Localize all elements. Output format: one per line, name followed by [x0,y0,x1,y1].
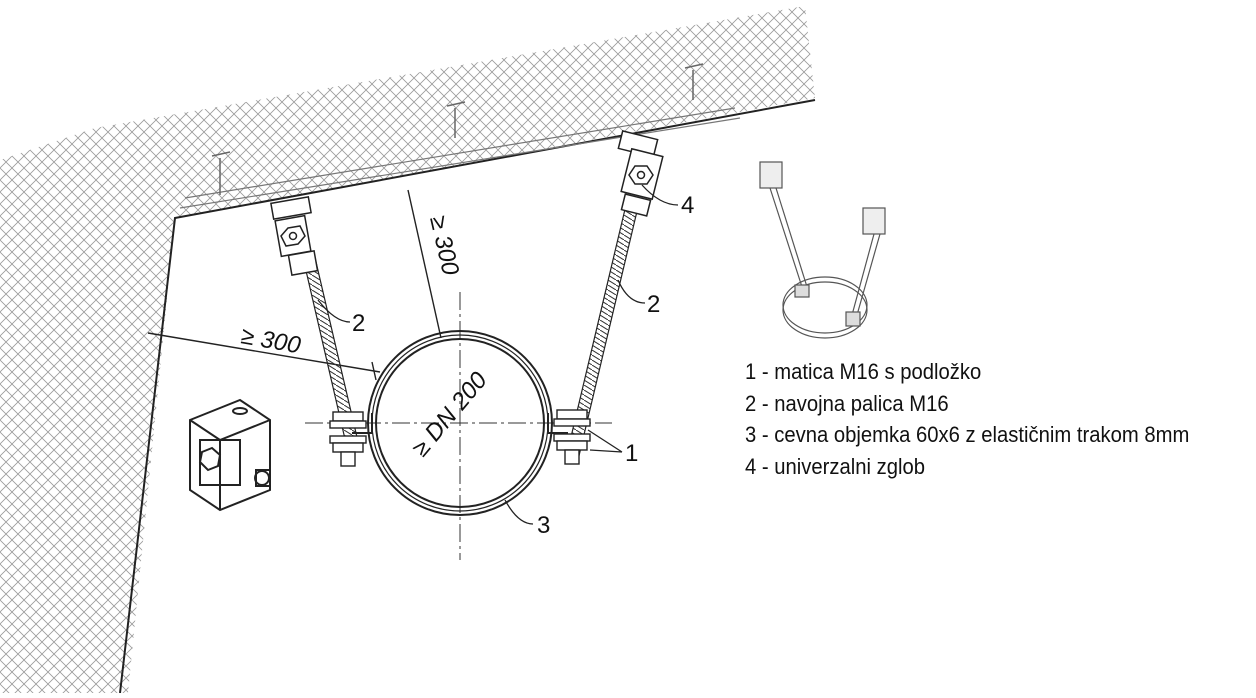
callout-1: 1 [625,440,638,467]
right-universal-joint [617,130,664,217]
ceiling-clearance-label: ≥ 300 [424,213,464,278]
wall-dimension-line [147,332,381,381]
nut-stack-right [553,409,591,465]
legend-item-3: 3 - cevna objemka 60x6 z elastičnim trak… [745,422,1190,447]
legend-item-1: 1 - matica M16 s podložko [745,359,982,384]
parts-legend: 1 - matica M16 s podložko 2 - navojna pa… [745,356,1189,482]
anchor-bolts [211,63,704,195]
legend-item-4: 4 - univerzalni zglob [745,453,926,479]
legend-item-2: 2 - navojna palica M16 [745,390,949,416]
concrete-structure [0,6,815,693]
left-universal-joint [270,195,319,276]
callout-4: 4 [681,192,694,219]
hanger-set-thumbnail [759,161,886,339]
pipe-size-label: ≥ DN 200 [407,366,493,461]
ceiling-dimension-line [407,189,442,339]
callout-leaders [317,184,679,525]
joint-detail-illustration [189,398,271,512]
wall-clearance-label: ≥ 300 [239,322,303,359]
callout-3: 3 [537,512,550,539]
pipe-clamp [352,330,568,516]
callout-2-right: 2 [647,291,660,318]
anchor-channel [179,107,741,209]
callout-2-left: 2 [352,310,365,337]
structure-edge [119,99,816,694]
nut-stack-left [329,411,367,467]
